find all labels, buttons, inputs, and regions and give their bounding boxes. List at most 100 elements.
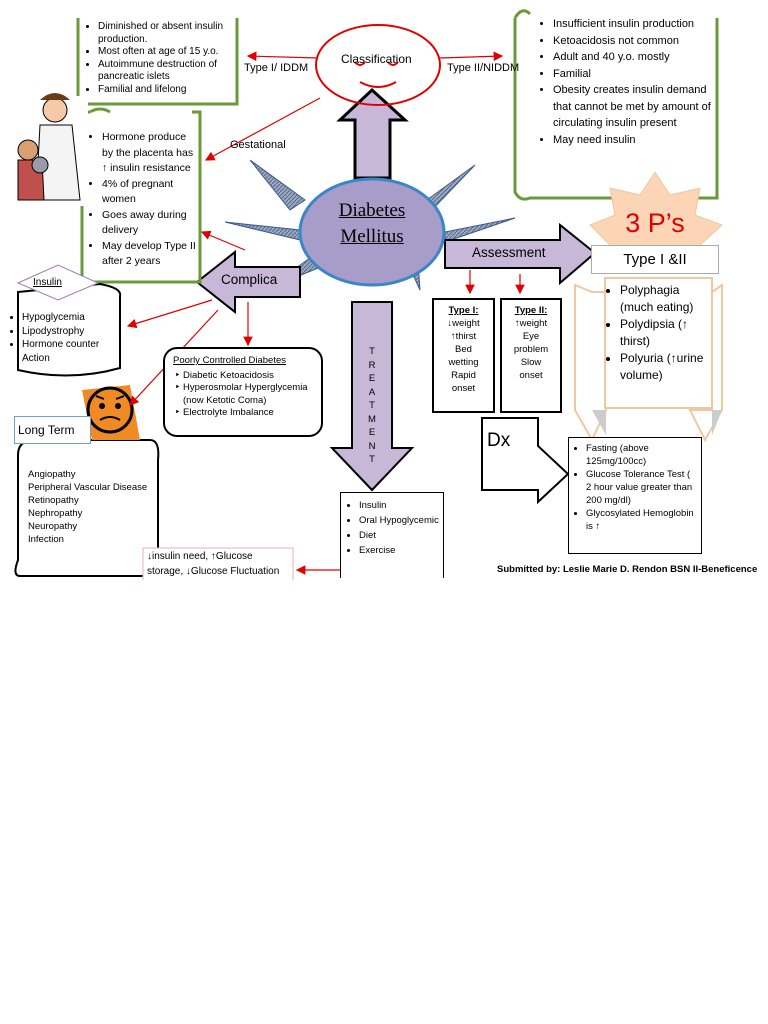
smiley-face — [315, 24, 441, 106]
insulin-diamond — [16, 264, 100, 301]
type1-item: Autoimmune destruction of pancreatic isl… — [98, 59, 234, 84]
treatment-letters: T R E A T M E N T — [364, 345, 380, 467]
long-term-item: Angiopathy — [28, 469, 76, 480]
classification-title: Classification — [341, 52, 412, 66]
connectors — [126, 51, 525, 575]
blank-area — [0, 580, 768, 1024]
dx-item: Glycosylated Hemoglobin is ↑ — [586, 507, 697, 533]
complications-arrow — [195, 249, 301, 315]
assessment-type1-line: wetting — [448, 357, 479, 368]
dx-arrow — [481, 417, 570, 505]
long-term-list: Angiopathy Peripheral Vascular Disease R… — [28, 468, 156, 546]
treatment-letter: E — [368, 427, 376, 438]
insulin-item: Lipodystrophy — [22, 325, 118, 339]
type1-item: Familial and lifelong — [98, 84, 234, 97]
insulin-item: Hypoglycemia — [22, 311, 118, 325]
type2-item: Obesity creates insulin demand that cann… — [553, 82, 711, 132]
treatment-letter: T — [369, 454, 375, 465]
assessment-type1-title: Type I: — [448, 305, 479, 316]
treatment-letter: T — [369, 346, 375, 357]
center-label: Diabetes Mellitus — [305, 198, 439, 250]
three-ps-list: Polyphagia (much eating) Polydipsia (↑ t… — [608, 282, 712, 384]
type1-box: Diminished or absent insulin production.… — [82, 21, 234, 96]
poorly-item: Electrolyte Imbalance — [183, 407, 313, 420]
treatment-letter: M — [368, 413, 376, 425]
assessment-type1-box: Type I: ↓weight ↑thirst Bed wetting Rapi… — [432, 298, 495, 413]
three-ps-item: Polyphagia (much eating) — [620, 282, 712, 316]
insulin-scroll — [17, 282, 122, 377]
treatment-arrow — [329, 301, 415, 492]
gestational-box: Hormone produce by the placenta has ↑ in… — [86, 130, 198, 270]
type2-item: Adult and 40 y.o. mostly — [553, 49, 711, 66]
gestational-item: Goes away during delivery — [102, 208, 198, 239]
type1-item: Most often at age of 15 y.o. — [98, 46, 234, 59]
gestational-item: Hormone produce by the placenta has ↑ in… — [102, 130, 198, 177]
three-ps-subtitle: Type I &II — [591, 245, 719, 274]
assessment-type2-box: Type II: ↑weight Eye problem Slow onset — [500, 298, 562, 413]
diagram-graphics — [14, 9, 723, 585]
assessment-type2-line: problem — [513, 344, 549, 355]
assessment-type1-line: onset — [451, 383, 476, 394]
gestational-item: 4% of pregnant women — [102, 177, 198, 208]
long-term-item: Neuropathy — [28, 521, 78, 532]
ribbon-folds — [592, 410, 722, 435]
treatment-note: ↓insulin need, ↑Glucose storage, ↓Glucos… — [147, 551, 280, 577]
treatment-letter: N — [368, 440, 376, 452]
complications-label: Complica — [221, 272, 278, 287]
gestational-item: May develop Type II after 2 years — [102, 239, 198, 270]
note-box — [142, 547, 294, 585]
treatment-letter: R — [368, 359, 376, 371]
poorly-item: Hyperosmolar Hyperglycemia (now Ketotic … — [183, 382, 313, 407]
treatment-item: Exercise — [359, 543, 439, 558]
treatment-letter: A — [368, 386, 376, 398]
type2-item: May need insulin — [553, 132, 711, 149]
type1-label: Type I/ IDDM — [244, 62, 309, 74]
assessment-type1-line: Rapid — [451, 370, 476, 381]
treatment-box: Insulin Oral Hypoglycemic Diet Exercise — [340, 492, 444, 578]
type2-item: Familial — [553, 66, 711, 83]
insulin-item: Hormone counter Action — [22, 338, 118, 365]
center-ellipse — [298, 177, 446, 287]
assessment-type1-line: Bed — [455, 344, 472, 355]
three-ps-item: Polydipsia (↑ thirst) — [620, 316, 712, 350]
three-ps-item: Polyuria (↑urine volume) — [620, 350, 712, 384]
assessment-type2-title: Type II: — [514, 305, 548, 316]
type2-box: Insufficient insulin production Ketoacid… — [537, 16, 711, 148]
dx-label: Dx — [487, 430, 511, 451]
treatment-item: Oral Hypoglycemic — [359, 513, 439, 528]
assessment-type1-line: ↓weight — [447, 318, 480, 329]
insulin-list: Hypoglycemia Lipodystrophy Hormone count… — [6, 311, 118, 365]
treatment-item: Insulin — [359, 498, 439, 513]
long-term-item: Nephropathy — [28, 508, 83, 519]
assessment-type2-line: Slow — [520, 357, 542, 368]
assessment-type1-line: ↑thirst — [450, 331, 477, 342]
nurse-clipart — [17, 93, 88, 206]
treatment-item: Diet — [359, 528, 439, 543]
long-term-item: Peripheral Vascular Disease — [28, 482, 148, 493]
dx-box: Fasting (above 125mg/100cc) Glucose Tole… — [568, 437, 702, 554]
three-ps-title: 3 P’s — [625, 208, 685, 238]
long-term-item: Infection — [28, 534, 64, 545]
treatment-letter: E — [368, 373, 376, 384]
poorly-item: Diabetic Ketoacidosis — [183, 370, 313, 383]
center-line2: Mellitus — [340, 226, 404, 247]
dx-item: Fasting (above 125mg/100cc) — [586, 442, 697, 468]
ribbon-body — [604, 277, 713, 409]
poorly-controlled-box: Poorly Controlled Diabetes Diabetic Keto… — [163, 347, 323, 437]
dx-item: Glucose Tolerance Test ( 2 hour value gr… — [586, 468, 697, 507]
center-line1: Diabetes — [338, 200, 406, 221]
assessment-label: Assessment — [472, 245, 546, 260]
treatment-letter: T — [369, 400, 375, 411]
type1-item: Diminished or absent insulin production. — [98, 21, 234, 46]
long-term-item: Retinopathy — [28, 495, 79, 506]
assessment-type2-line: ↑weight — [514, 318, 548, 329]
poorly-title: Poorly Controlled Diabetes — [173, 355, 287, 366]
long-term-label: Long Term — [14, 416, 91, 444]
type2-label: Type II/NIDDM — [447, 62, 520, 74]
gestational-label: Gestational — [230, 139, 286, 151]
assessment-arrow — [444, 222, 597, 286]
type2-item: Insufficient insulin production — [553, 16, 711, 33]
submitted-by: Submitted by: Leslie Marie D. Rendon BSN… — [497, 564, 758, 575]
insulin-label: Insulin — [33, 277, 62, 288]
type2-item: Ketoacidosis not common — [553, 33, 711, 50]
